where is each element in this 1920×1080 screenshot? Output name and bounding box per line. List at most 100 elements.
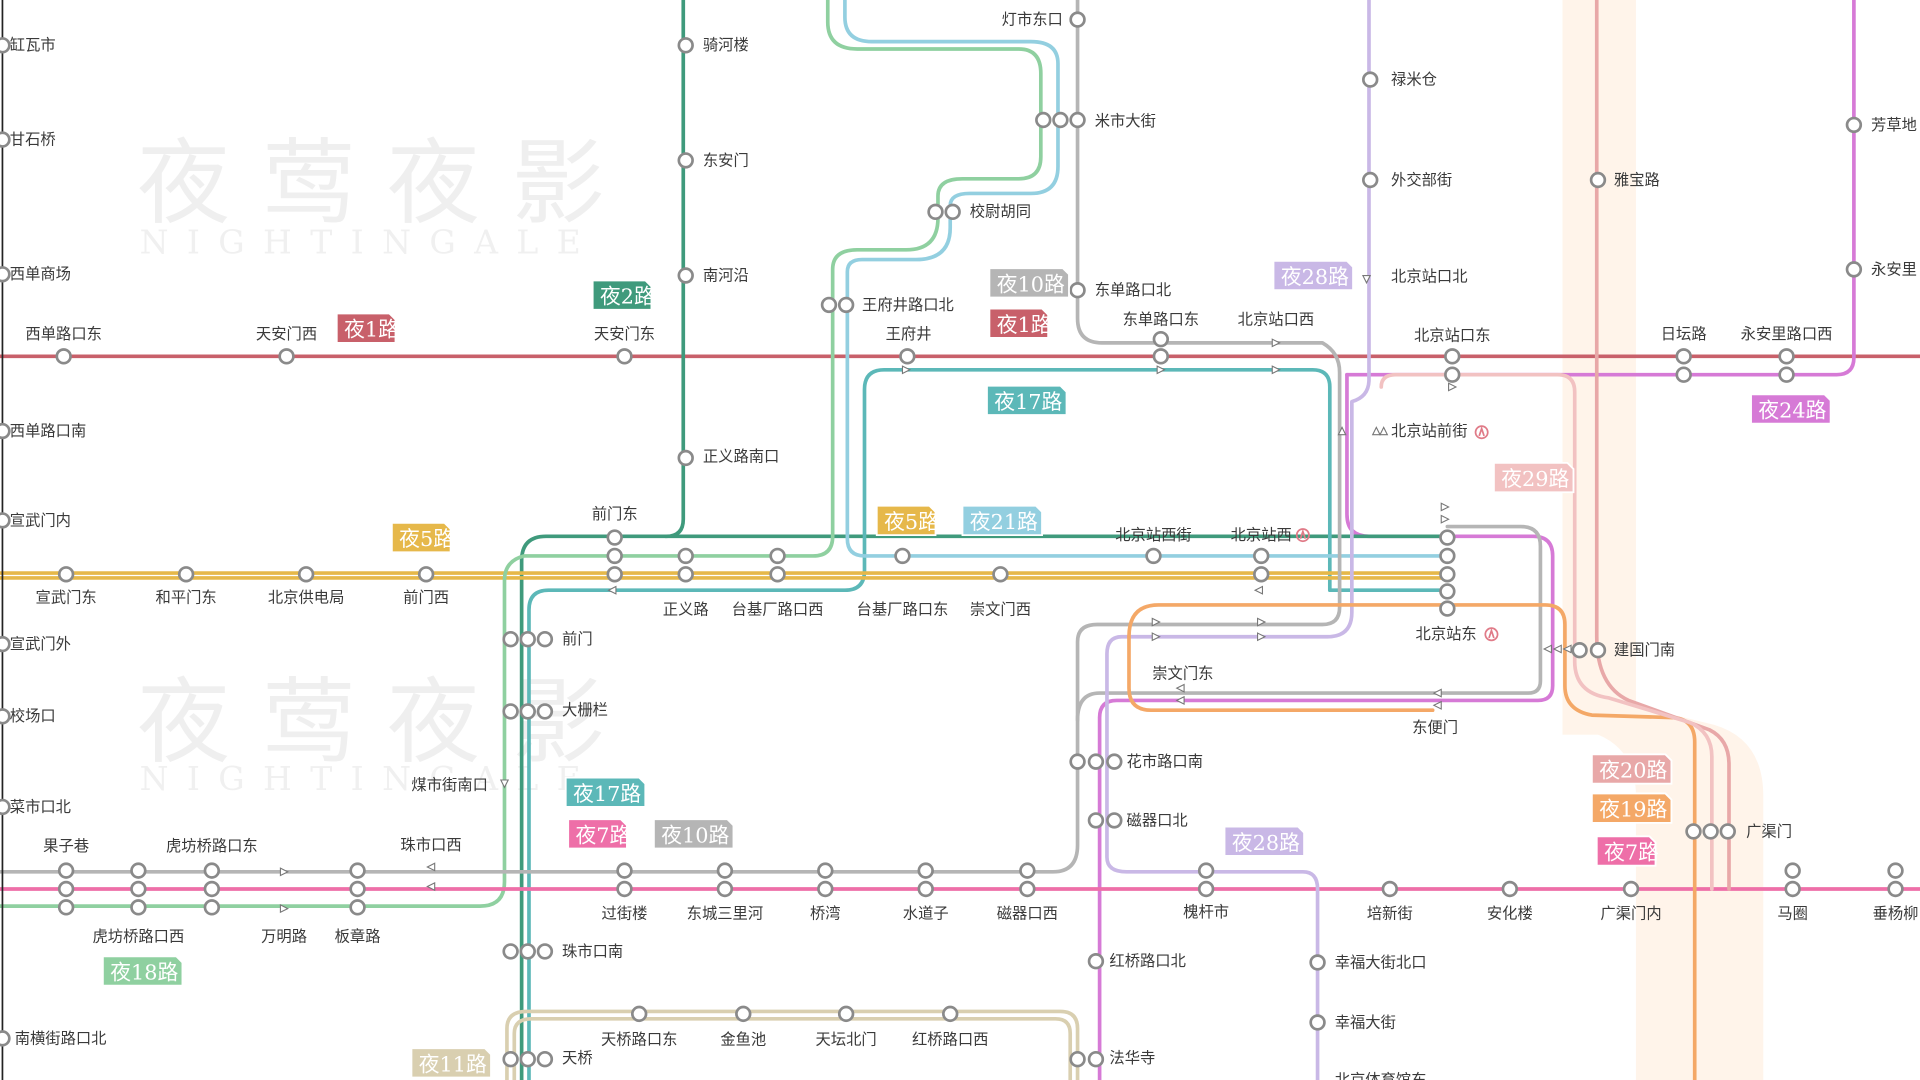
route-badge-r10[interactable] <box>652 818 735 850</box>
station-marker-wdqk4v[interactable] <box>1152 330 1170 348</box>
station-marker-csr5z3[interactable] <box>203 899 221 916</box>
station-label-c0jegw[interactable]: 宣武门内 <box>10 511 71 529</box>
station-marker-h0wgje[interactable] <box>0 798 11 816</box>
station-label-bmz8k7[interactable]: 天安门西 <box>256 325 317 343</box>
station-marker-bm1wg3[interactable] <box>837 1005 855 1023</box>
station-marker-lvgke7[interactable] <box>0 1030 11 1047</box>
station-marker-bw9ej[interactable] <box>677 152 694 169</box>
station-label-hqep6[interactable]: 甘石桥 <box>10 130 56 148</box>
station-label-atejgb[interactable]: 北京站西 <box>1231 526 1292 544</box>
station-label-gjlox[interactable]: 水道子 <box>903 904 949 922</box>
station-label-1f0nkkx[interactable]: 北京供电局 <box>268 588 345 606</box>
route-line-r11[interactable] <box>512 1016 1073 1080</box>
station-marker-ccpq7m[interactable] <box>1571 642 1588 659</box>
station-label-fld1uj[interactable]: 磁器口北 <box>1127 811 1188 829</box>
station-marker-csr5z3[interactable] <box>130 862 147 879</box>
station-label-fretq[interactable]: 板章路 <box>335 928 381 946</box>
station-label-dbl3h[interactable]: 垂杨柳 <box>1873 904 1919 922</box>
station-label-lpwjw[interactable]: 过街楼 <box>602 904 648 922</box>
route-line-r2[interactable] <box>519 0 686 1080</box>
station-marker-mjd6f[interactable] <box>1589 171 1607 189</box>
station-marker-1x5lwhc[interactable] <box>1778 348 1795 365</box>
station-label-hds1w[interactable]: 王府井 <box>886 325 932 343</box>
station-label-c0jdsn[interactable]: 宣武门东 <box>36 588 97 606</box>
route-badge-r7[interactable] <box>567 818 628 850</box>
station-label-crwap[interactable]: 前门东 <box>592 505 638 523</box>
station-marker-edtvr[interactable] <box>1685 823 1702 840</box>
station-marker-g4cbt[interactable] <box>677 547 694 565</box>
station-marker-csr5z3[interactable] <box>203 862 221 879</box>
route-badge-r28[interactable] <box>1223 825 1306 857</box>
station-label-tlbqjp[interactable]: 煤市街南口 <box>411 776 488 794</box>
station-label-ate7q0[interactable]: 北京站东 <box>1416 625 1477 643</box>
station-marker-gjlox[interactable] <box>917 880 934 898</box>
station-marker-ate7q0[interactable] <box>1439 600 1456 617</box>
station-label-1f73a2k[interactable]: 北京站西街 <box>1115 526 1192 544</box>
station-marker-fql8[interactable] <box>536 1050 554 1068</box>
station-marker-gjlox[interactable] <box>917 862 934 879</box>
station-marker-ate7q0[interactable] <box>1439 583 1456 600</box>
station-label-g011o[interactable]: 槐杆市 <box>1183 903 1229 921</box>
station-label-id2x[interactable]: 桥湾 <box>810 904 841 922</box>
station-label-1f6u60w[interactable]: 北京站口西 <box>1238 310 1315 328</box>
station-label-csr5z3[interactable]: 虎坊桥路口东 <box>166 837 258 855</box>
route-badge-r21[interactable] <box>961 504 1043 537</box>
station-marker-g011o[interactable] <box>1197 862 1215 879</box>
station-marker-c0jdsn[interactable] <box>57 566 75 583</box>
station-label-ccpq7m[interactable]: 建国门南 <box>1614 641 1675 659</box>
station-marker-fcxax[interactable] <box>1675 348 1692 365</box>
station-marker-bmywtw[interactable] <box>616 348 633 365</box>
station-marker-lpwjw[interactable] <box>616 862 633 879</box>
station-label-h0wgje[interactable]: 菜市口北 <box>10 798 71 816</box>
station-marker-c0jegw[interactable] <box>0 512 11 529</box>
station-marker-112591b[interactable] <box>820 296 838 314</box>
station-marker-diwtw3[interactable] <box>927 203 944 221</box>
station-marker-112591b[interactable] <box>837 296 855 314</box>
station-marker-fod6y[interactable] <box>0 708 11 725</box>
station-label-cdx6fy[interactable]: 广渠门内 <box>1600 904 1661 922</box>
station-marker-csr5z3[interactable] <box>130 880 147 898</box>
station-marker-fmdkz[interactable] <box>57 899 75 916</box>
station-marker-etkr[interactable] <box>519 630 536 648</box>
station-label-dkd1t[interactable]: 大栅栏 <box>562 701 608 719</box>
station-marker-gjex6b[interactable] <box>769 566 786 583</box>
station-label-lvgke7[interactable]: 南横街路口北 <box>15 1029 107 1047</box>
route-badge-r20[interactable] <box>1590 753 1673 785</box>
station-marker-c0jfyp[interactable] <box>0 635 11 653</box>
station-marker-bmz8k7[interactable] <box>278 348 295 365</box>
station-marker-hoxtd6[interactable] <box>0 266 11 283</box>
station-marker-csr5z3[interactable] <box>130 899 147 916</box>
station-label-mjd6f[interactable]: 雅宝路 <box>1614 171 1660 189</box>
route-line-r21[interactable] <box>843 0 1450 558</box>
station-marker-f0bwym[interactable] <box>349 862 366 879</box>
station-marker-1f0nkkx[interactable] <box>297 566 315 583</box>
route-badge-r10[interactable] <box>988 267 1070 299</box>
station-marker-fql8[interactable] <box>502 1050 519 1068</box>
station-marker-wozflq[interactable] <box>716 862 734 879</box>
station-label-1f6tva0[interactable]: 北京站口北 <box>1391 268 1468 286</box>
station-marker-cdx6fy[interactable] <box>1622 880 1640 898</box>
route-line-r29[interactable] <box>1379 372 1714 891</box>
station-label-1fhmj4i[interactable]: 西单路口东 <box>25 325 102 343</box>
station-label-fldclf[interactable]: 磁器口西 <box>997 904 1058 922</box>
route-badge-r1[interactable] <box>988 307 1050 339</box>
station-marker-jrzei[interactable] <box>1845 116 1863 134</box>
station-marker-wdql4a[interactable] <box>1069 282 1086 299</box>
station-marker-cs810[interactable] <box>417 566 435 583</box>
station-label-gjex6b[interactable]: 台基厂路口西 <box>732 601 824 619</box>
station-label-n63cq[interactable]: 骑河楼 <box>703 36 749 54</box>
station-marker-q8a1o2[interactable] <box>1069 753 1086 770</box>
station-marker-f0bm9i[interactable] <box>519 943 536 960</box>
route-badge-r5[interactable] <box>390 521 452 554</box>
station-marker-q8a1o2[interactable] <box>1087 753 1105 770</box>
station-marker-n63cq[interactable] <box>677 37 694 54</box>
station-label-wdqk4v[interactable]: 东单路口东 <box>1123 310 1200 328</box>
station-marker-4eewk3[interactable] <box>1309 954 1326 971</box>
station-label-cqj9f[interactable]: 南河沿 <box>703 266 749 284</box>
station-label-1x5lwhc[interactable]: 永安里路口西 <box>1741 325 1833 343</box>
route-line-r24[interactable] <box>1097 372 1555 1080</box>
station-marker-77re24[interactable] <box>630 1005 648 1023</box>
station-marker-fcxax[interactable] <box>1675 366 1692 383</box>
station-label-1f6tual[interactable]: 北京站口东 <box>1414 326 1491 344</box>
station-marker-ieclg[interactable] <box>1362 71 1379 88</box>
